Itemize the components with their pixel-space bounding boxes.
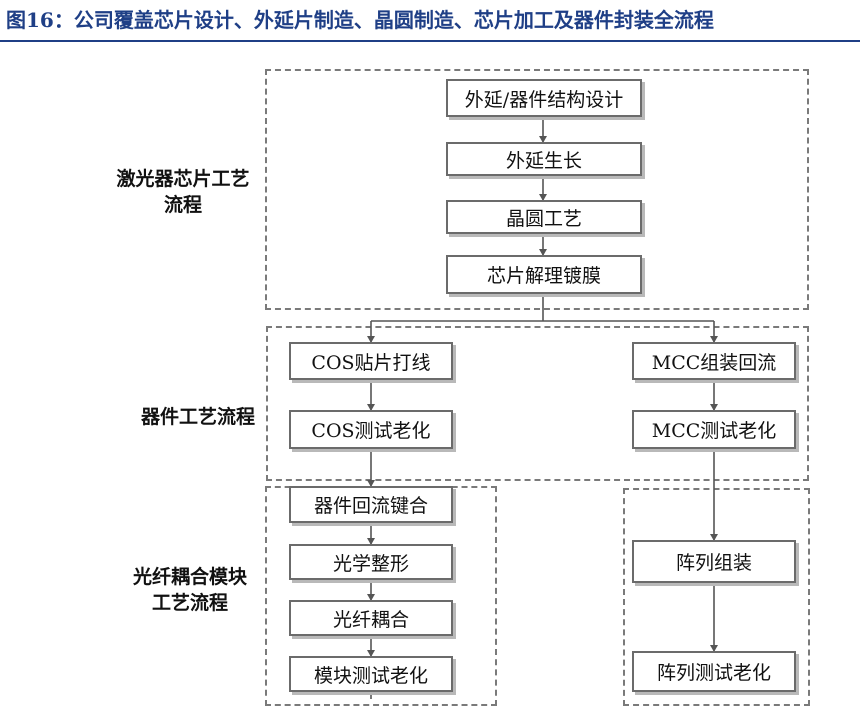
device-process-group [266, 326, 809, 481]
step-cos-attach-wirebond: COS贴片打线 [289, 342, 453, 380]
title-divider [0, 40, 860, 42]
chip-process-label: 激光器芯片工艺 流程 [108, 166, 258, 218]
module-process-label: 光纤耦合模块 工艺流程 [120, 564, 260, 616]
chip-process-group [265, 69, 809, 310]
chip-process-label-line1: 激光器芯片工艺 [116, 168, 250, 190]
device-process-label: 器件工艺流程 [128, 404, 268, 430]
step-mcc-assembly-reflow: MCC组装回流 [632, 342, 796, 380]
step-fiber-coupling: 光纤耦合 [289, 600, 453, 636]
step-chip-cleave-coating: 芯片解理镀膜 [446, 255, 642, 294]
step-mcc-test-burnin: MCC测试老化 [632, 410, 796, 449]
chip-process-label-line2: 流程 [163, 194, 202, 216]
step-epitaxial-growth: 外延生长 [446, 142, 642, 176]
step-device-reflow-bonding: 器件回流键合 [289, 486, 453, 523]
step-wafer-process: 晶圆工艺 [446, 200, 642, 234]
step-optical-shaping: 光学整形 [289, 544, 453, 580]
step-array-assembly: 阵列组装 [632, 540, 796, 583]
device-process-label-text: 器件工艺流程 [140, 406, 255, 428]
module-process-label-line1: 光纤耦合模块 [132, 566, 247, 588]
figure-title: 图16：公司覆盖芯片设计、外延片制造、晶圆制造、芯片加工及器件封装全流程 [6, 8, 714, 32]
module-process-label-line2: 工艺流程 [151, 592, 228, 614]
step-cos-test-burnin: COS测试老化 [289, 410, 453, 449]
step-epi-device-design: 外延/器件结构设计 [446, 79, 642, 117]
step-array-test-burnin: 阵列测试老化 [632, 651, 796, 692]
step-module-test-burnin: 模块测试老化 [289, 656, 453, 692]
